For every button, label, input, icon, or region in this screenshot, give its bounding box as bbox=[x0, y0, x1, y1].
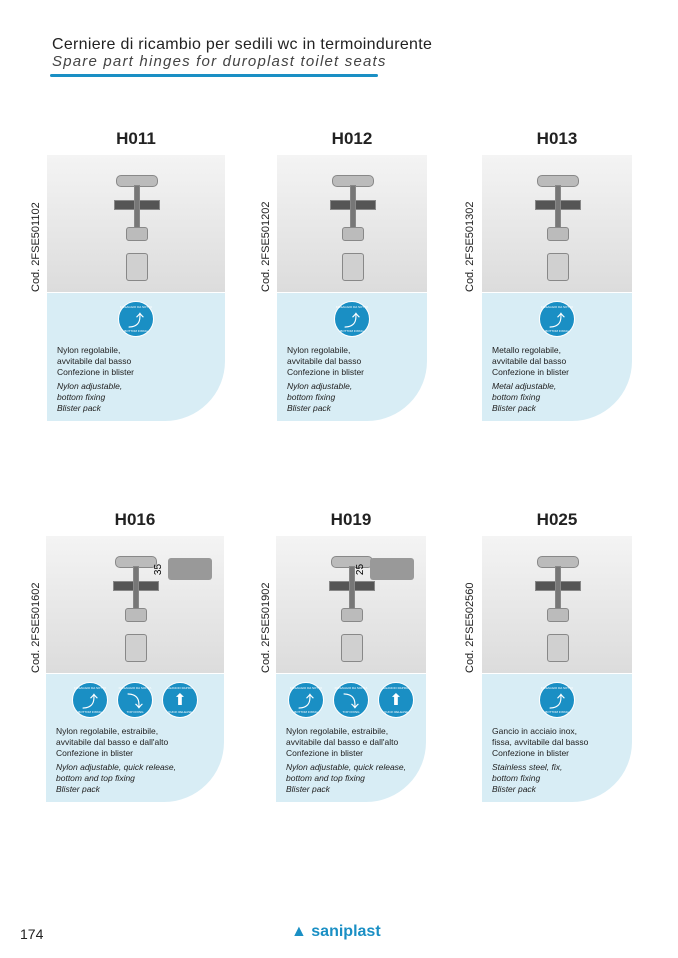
description-it-line: Metallo regolabile, bbox=[492, 345, 561, 355]
top-fixing-badge-icon: FISSAGGIO DA SOPRA⤵TOP FIXING bbox=[333, 682, 369, 718]
description-it-line: avvitabile dal basso e dall'alto bbox=[286, 737, 399, 747]
description-en-line: Nylon adjustable, quick release, bbox=[56, 762, 177, 772]
bottom-fixing-badge-icon: FISSAGGIO DA SOTTO⤴BOTTOM FIXING bbox=[539, 301, 575, 337]
product-description: Nylon regolabile, estraibile,avvitabile … bbox=[56, 726, 176, 795]
top-fixing-badge-icon: FISSAGGIO DA SOPRA⤵TOP FIXING bbox=[117, 682, 153, 718]
product-code: Cod. 2FSE501102 bbox=[30, 202, 42, 292]
description-en-line: Blister pack bbox=[286, 784, 330, 794]
description-en-line: bottom and top fixing bbox=[286, 773, 365, 783]
description-en-line: bottom fixing bbox=[57, 392, 106, 402]
product-card-h012: H012 FISSAGGIO DA SOTTO⤴BOTTOM FIXING Ny… bbox=[277, 129, 427, 421]
product-code: Cod. 2FSE501202 bbox=[260, 201, 272, 292]
description-en-line: Nylon adjustable, bbox=[287, 381, 353, 391]
description-en-line: Blister pack bbox=[492, 784, 536, 794]
description-it-line: Confezione in blister bbox=[286, 748, 364, 758]
page-title: Cerniere di ricambio per sedili wc in te… bbox=[52, 36, 433, 53]
description-it-line: fissa, avvitabile dal basso bbox=[492, 737, 589, 747]
bottom-fixing-badge-icon: FISSAGGIO DA SOTTO⤴BOTTOM FIXING bbox=[72, 682, 108, 718]
dimension-label: 25 bbox=[354, 563, 366, 576]
quick-fixing-badge-icon: SGANCIO RAPIDO⬆QUICK RELEASE bbox=[378, 682, 414, 718]
description-it-line: Confezione in blister bbox=[56, 748, 134, 758]
product-name: H019 bbox=[330, 510, 372, 529]
dimension-label: 35 bbox=[152, 563, 164, 576]
bottom-fixing-badge-icon: FISSAGGIO DA SOTTO⤴BOTTOM FIXING bbox=[118, 301, 154, 337]
product-name: H025 bbox=[536, 510, 578, 529]
brand-name: saniplast bbox=[311, 923, 381, 940]
product-name: H016 bbox=[114, 510, 156, 529]
product-info-panel: FISSAGGIO DA SOTTO⤴BOTTOM FIXING Nylon r… bbox=[277, 293, 427, 421]
product-code: Cod. 2FSE502560 bbox=[464, 582, 476, 673]
description-it-line: avvitabile dal basso e dall'alto bbox=[56, 737, 169, 747]
hinge-profile-drawing bbox=[168, 558, 212, 580]
product-description: Gancio in acciaio inox,fissa, avvitabile… bbox=[492, 726, 588, 795]
description-it-line: Gancio in acciaio inox, bbox=[492, 726, 578, 736]
quick-fixing-badge-icon: SGANCIO RAPIDO⬆QUICK RELEASE bbox=[162, 682, 198, 718]
product-image bbox=[277, 155, 427, 292]
product-image: 35 bbox=[46, 536, 224, 673]
description-en-line: bottom fixing bbox=[287, 392, 336, 402]
description-en-line: Nylon adjustable, quick release, bbox=[286, 762, 407, 772]
product-image bbox=[482, 155, 632, 292]
product-code: Cod. 2FSE501602 bbox=[30, 582, 42, 673]
product-image bbox=[482, 536, 632, 673]
page-subtitle: Spare part hinges for duroplast toilet s… bbox=[52, 53, 387, 70]
product-code: Cod. 2FSE501902 bbox=[260, 582, 272, 673]
description-it-line: Confezione in blister bbox=[287, 367, 365, 377]
description-it-line: avvitabile dal basso bbox=[492, 356, 567, 366]
bottom-fixing-badge-icon: FISSAGGIO DA SOTTO⤴BOTTOM FIXING bbox=[288, 682, 324, 718]
description-it-line: avvitabile dal basso bbox=[287, 356, 362, 366]
product-card-h025: H025 FISSAGGIO DA SOTTO⤴BOTTOM FIXING Ga… bbox=[482, 510, 632, 802]
description-it-line: Nylon regolabile, bbox=[287, 345, 351, 355]
product-image bbox=[47, 155, 225, 292]
description-en-line: bottom and top fixing bbox=[56, 773, 135, 783]
title-underline bbox=[50, 74, 378, 77]
description-en-line: Blister pack bbox=[287, 403, 331, 413]
product-name: H011 bbox=[116, 129, 156, 148]
description-it-line: Confezione in blister bbox=[492, 367, 570, 377]
description-en-line: bottom fixing bbox=[492, 773, 541, 783]
description-it-line: Nylon regolabile, estraibile, bbox=[56, 726, 159, 736]
description-it-line: avvitabile dal basso bbox=[57, 356, 132, 366]
product-name: H013 bbox=[536, 129, 578, 148]
description-it-line: Confezione in blister bbox=[492, 748, 570, 758]
description-it-line: Nylon regolabile, bbox=[57, 345, 121, 355]
description-it-line: Confezione in blister bbox=[57, 367, 135, 377]
bottom-fixing-badge-icon: FISSAGGIO DA SOTTO⤴BOTTOM FIXING bbox=[334, 301, 370, 337]
description-en-line: Metal adjustable, bbox=[492, 381, 557, 391]
description-en-line: Blister pack bbox=[57, 403, 101, 413]
bottom-fixing-badge-icon: FISSAGGIO DA SOTTO⤴BOTTOM FIXING bbox=[539, 682, 575, 718]
product-name: H012 bbox=[331, 129, 373, 148]
description-en-line: Nylon adjustable, bbox=[57, 381, 123, 391]
saniplast-logo: ▲ saniplast bbox=[291, 923, 381, 940]
product-description: Nylon regolabile, estraibile,avvitabile … bbox=[286, 726, 406, 795]
product-card-h019: H019 25 FISSAGGIO DA SOTTO⤴BOTTOM FIXING… bbox=[276, 510, 426, 802]
description-it-line: Nylon regolabile, estraibile, bbox=[286, 726, 389, 736]
page-number: 174 bbox=[20, 926, 44, 942]
description-en-line: Stainless steel, fix, bbox=[492, 762, 563, 772]
product-info-panel: FISSAGGIO DA SOTTO⤴BOTTOM FIXING Metallo… bbox=[482, 293, 632, 421]
product-image: 25 bbox=[276, 536, 426, 673]
hinge-profile-drawing bbox=[370, 558, 414, 580]
description-en-line: Blister pack bbox=[492, 403, 536, 413]
product-info-panel: FISSAGGIO DA SOTTO⤴BOTTOM FIXING Gancio … bbox=[482, 674, 632, 802]
product-card-h016: H016 35 FISSAGGIO DA SOTTO⤴BOTTOM FIXING… bbox=[46, 510, 224, 802]
description-en-line: Blister pack bbox=[56, 784, 100, 794]
product-card-h011: H011 FISSAGGIO DA SOTTO⤴BOTTOM FIXING Ny… bbox=[47, 129, 225, 421]
product-card-h013: H013 FISSAGGIO DA SOTTO⤴BOTTOM FIXING Me… bbox=[482, 129, 632, 421]
description-en-line: bottom fixing bbox=[492, 392, 541, 402]
product-info-panel: FISSAGGIO DA SOTTO⤴BOTTOM FIXING Nylon r… bbox=[47, 293, 225, 421]
product-code: Cod. 2FSE501302 bbox=[464, 201, 476, 292]
